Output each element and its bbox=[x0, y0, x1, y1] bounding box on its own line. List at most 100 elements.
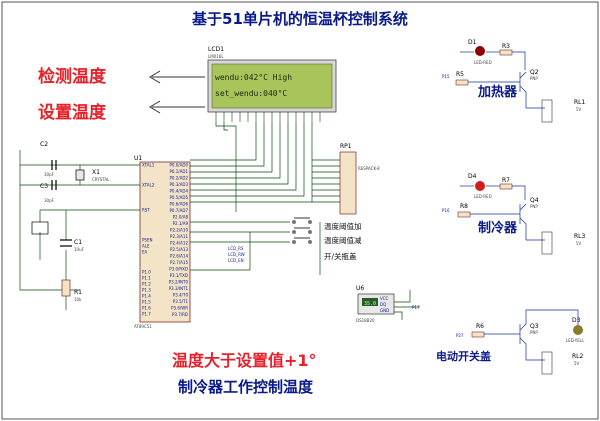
rl3-ref: RL3 bbox=[574, 233, 586, 240]
respack-rp1: RP1 RESPACK-8 bbox=[312, 143, 380, 215]
mcu-pin-label: P2.3/A11 bbox=[170, 234, 188, 239]
crystal-circuit: C2 30pF C3 30pF X1 CRYSTAL bbox=[19, 141, 140, 290]
d3-ref: D3 bbox=[572, 317, 581, 324]
mcu-pin-label: P3.1/TXD bbox=[170, 273, 188, 278]
mcu-pin-label: XTAL2 bbox=[142, 183, 155, 188]
r1-value: 10k bbox=[74, 297, 82, 302]
rl3-value: 5V bbox=[576, 241, 582, 246]
rp1-ref: RP1 bbox=[340, 143, 352, 150]
mcu-pin-label: RST bbox=[142, 208, 150, 213]
heater-caption: 加热器 bbox=[477, 84, 518, 100]
motor-lid-circuit: R6 P27 Q3 PNP D3 LED-YELL RL2 5V 电动开关盖 bbox=[436, 309, 585, 375]
btn-up-label: 温度阈值加 bbox=[324, 221, 362, 231]
net-lcd-rs: LCD_RS bbox=[228, 246, 244, 251]
bottom-note-1: 温度大于设置值+1° bbox=[171, 351, 317, 370]
mcu-pin-label: P1.0 bbox=[142, 270, 151, 275]
net-p27: P27 bbox=[456, 333, 464, 338]
rl1-value: 5V bbox=[576, 107, 582, 112]
lcd-module: LCD1 LM016L wendu:042°C High set_wendu:0… bbox=[207, 46, 337, 122]
mcu-pin-label: P0.0/AD0 bbox=[170, 163, 189, 168]
lcd-line-2: set_wendu:040°C bbox=[215, 89, 287, 98]
c1-value: 10uF bbox=[74, 247, 85, 252]
rl2-ref: RL2 bbox=[572, 353, 584, 360]
button-down[interactable] bbox=[292, 227, 312, 234]
mcu-left-pin-labels: XTAL1XTAL2RSTPSENALEEAP1.0P1.1P1.2P1.3P1… bbox=[142, 163, 155, 317]
lcd-bus-wires bbox=[190, 122, 313, 212]
c2-ref: C2 bbox=[40, 141, 48, 148]
mcu-right-pin-labels: P0.0/AD0P0.1/AD1P0.2/AD2P0.3/AD3P0.4/AD4… bbox=[169, 163, 189, 318]
mcu-pin-label: P2.5/A13 bbox=[170, 247, 188, 252]
lcd-model: LM016L bbox=[208, 54, 224, 59]
r6-ref: R6 bbox=[476, 323, 484, 330]
mcu-pin-label: P1.5 bbox=[142, 300, 151, 305]
cooler-caption: 制冷器 bbox=[478, 220, 518, 236]
mcu-pin-label: P2.7/A15 bbox=[170, 260, 188, 265]
mcu-pin-label: P1.7 bbox=[142, 312, 151, 317]
mcu-pin-label: P3.6/WR bbox=[171, 306, 188, 311]
rl2-value: 5V bbox=[574, 361, 580, 366]
title: 基于51单片机的恒温杯控制系统 bbox=[191, 10, 408, 28]
mcu-pin-label: P1.1 bbox=[142, 276, 151, 281]
q4-ref: Q4 bbox=[530, 197, 539, 204]
lcd-line-1: wendu:042°C High bbox=[215, 73, 292, 82]
bottom-note-2: 制冷器工作控制温度 bbox=[178, 378, 314, 396]
u6-ref: U6 bbox=[356, 285, 364, 292]
mcu-pin-label: PSEN bbox=[142, 238, 152, 243]
mcu-pin-label: P3.3/INT1 bbox=[169, 286, 189, 291]
arrow-set bbox=[149, 100, 205, 114]
r3-ref: R3 bbox=[502, 43, 510, 50]
mcu-pin-label: P1.3 bbox=[142, 288, 151, 293]
mcu-pin-label: P1.6 bbox=[142, 306, 151, 311]
mcu-ref: U1 bbox=[134, 155, 142, 162]
mcu-pin-label: P3.2/INT0 bbox=[169, 280, 189, 285]
btn-down-label: 温度阈值减 bbox=[324, 235, 362, 245]
svg-text:DQ: DQ bbox=[380, 302, 386, 307]
mcu-pin-label: P3.0/RXD bbox=[169, 267, 188, 272]
mcu-pin-label: EA bbox=[142, 250, 148, 255]
heater-circuit: D1 LED-RED R3 R5 P15 Q2 PNP RL1 5V 加热器 bbox=[442, 39, 586, 123]
c2-value: 30pF bbox=[44, 172, 55, 177]
mcu-pin-label: P3.5/T1 bbox=[173, 299, 189, 304]
net-lcd-rw: LCD_RW bbox=[228, 252, 245, 257]
mcu-pin-label: P2.4/A12 bbox=[170, 241, 188, 246]
mcu-pin-label: P2.1/A9 bbox=[173, 221, 189, 226]
x1-ref: X1 bbox=[92, 169, 100, 176]
rl1-ref: RL1 bbox=[574, 99, 586, 106]
mcu-pin-label: P1.2 bbox=[142, 282, 151, 287]
r7-ref: R7 bbox=[502, 177, 510, 184]
u6-value: DS18B20 bbox=[356, 318, 375, 323]
button-lid[interactable] bbox=[292, 237, 312, 244]
c3-value: 30pF bbox=[44, 198, 55, 203]
svg-text:GND: GND bbox=[380, 308, 389, 313]
q3-ref: Q3 bbox=[530, 323, 539, 330]
mcu-pin-label: P2.2/A10 bbox=[170, 228, 188, 233]
net-lcd-en: LCD_EN bbox=[228, 258, 244, 263]
q2-ref: Q2 bbox=[530, 69, 539, 76]
lcd-ref: LCD1 bbox=[208, 46, 224, 53]
c3-ref: C3 bbox=[40, 183, 48, 190]
net-p17-sensor: P17 bbox=[412, 305, 420, 310]
ds18b20-sensor: U6 35.0 VCC DQ GND DS18B20 P17 bbox=[356, 285, 420, 323]
mcu-pin-label: P0.1/AD1 bbox=[170, 169, 189, 174]
detect-temp-caption: 检测温度 bbox=[38, 66, 107, 87]
u6-reading: 35.0 bbox=[364, 301, 376, 307]
q4-value: PNP bbox=[530, 204, 538, 209]
mcu-u1: U1 AT89C51 XTAL1XTAL2RSTPSENALEEAP1.0P1.… bbox=[134, 155, 191, 329]
motor-lid-caption: 电动开关盖 bbox=[436, 349, 491, 363]
d4-ref: D4 bbox=[468, 173, 477, 180]
c1-ref: C1 bbox=[74, 239, 82, 246]
button-group: 温度阈值加 温度阈值减 开/关瓶盖 LCD_RS LCD_RW LCD_EN bbox=[190, 217, 362, 275]
mcu-pin-label: P3.4/T0 bbox=[173, 293, 189, 298]
mcu-pin-label: P0.4/AD4 bbox=[170, 189, 189, 194]
set-temp-caption: 设置温度 bbox=[38, 102, 107, 123]
button-up[interactable] bbox=[292, 217, 312, 224]
mcu-pin-label: P0.7/AD7 bbox=[170, 208, 189, 213]
d1-ref: D1 bbox=[468, 39, 477, 46]
rp1-value: RESPACK-8 bbox=[358, 166, 380, 171]
mcu-pin-label: ALE bbox=[142, 244, 150, 249]
mcu-pin-label: P2.0/A8 bbox=[173, 215, 189, 220]
mcu-pin-label: P3.7/RD bbox=[172, 312, 188, 317]
arrow-detect bbox=[149, 70, 205, 84]
btn-lid-label: 开/关瓶盖 bbox=[324, 251, 357, 261]
